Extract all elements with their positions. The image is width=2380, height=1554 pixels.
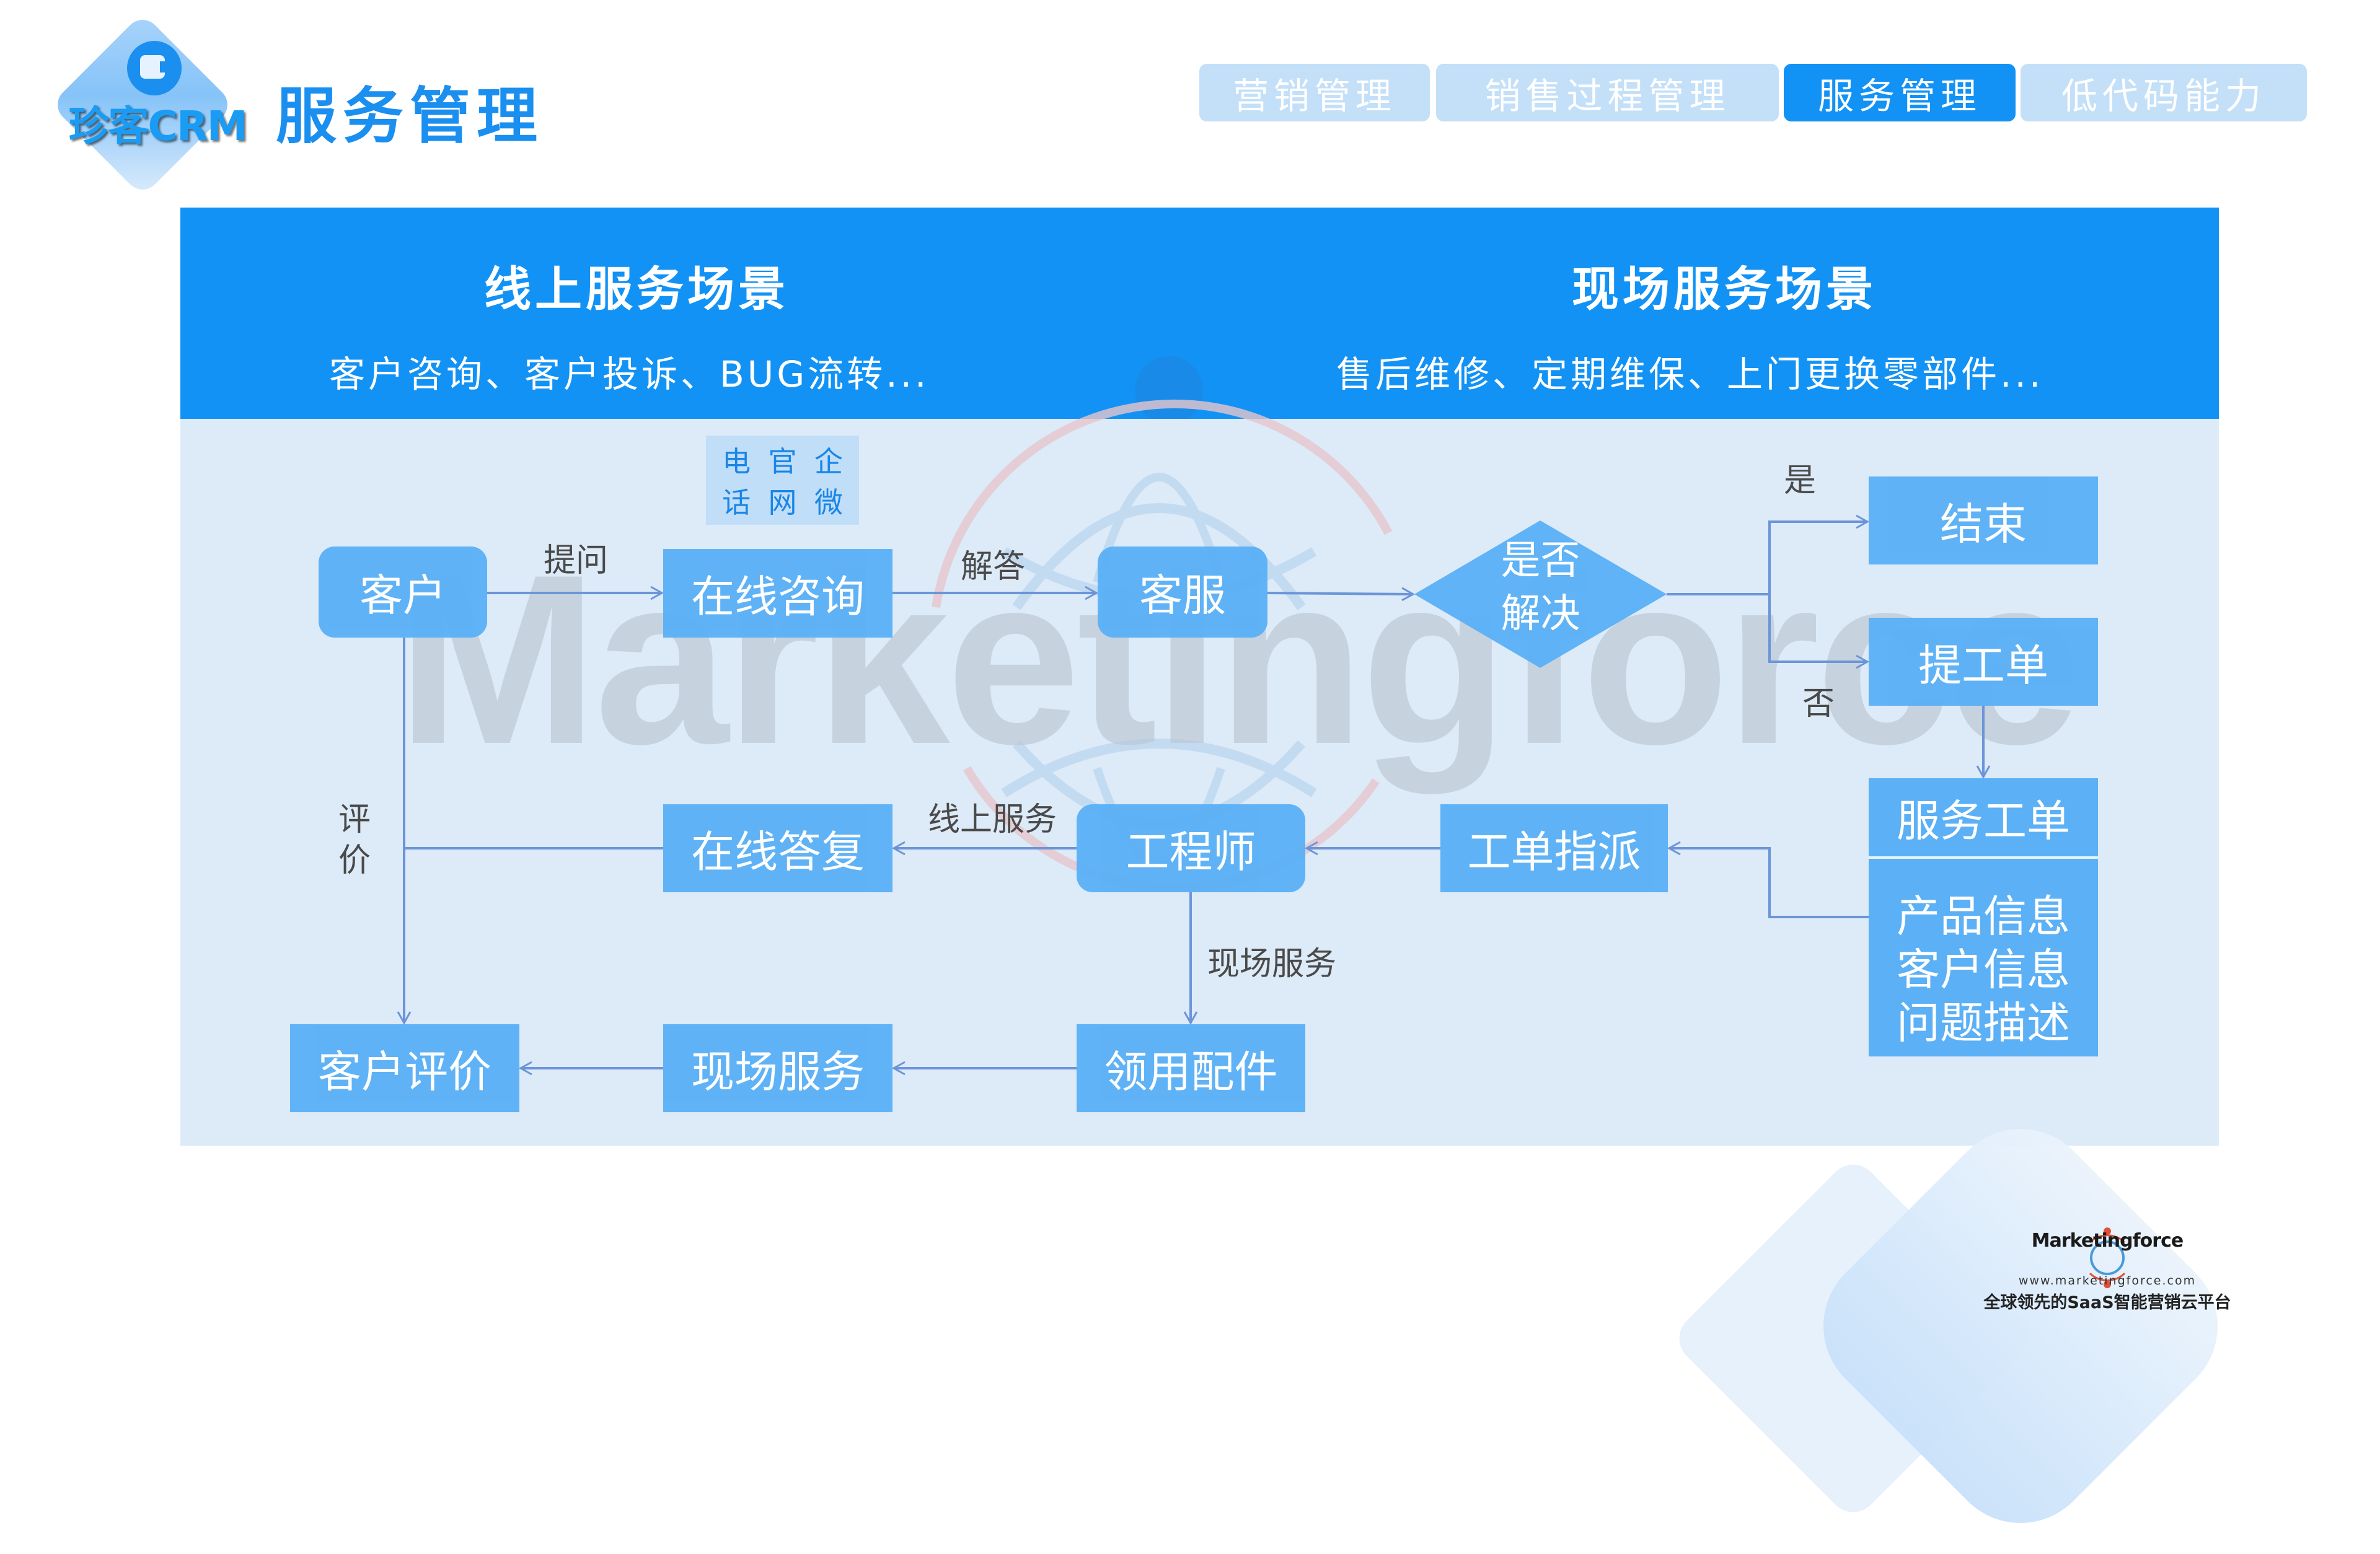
edge-label-no: 否 bbox=[1802, 685, 1835, 722]
node-customer[interactable]: 客户 bbox=[319, 547, 487, 638]
decision-diamond-shape bbox=[1414, 520, 1667, 668]
node-ticket-dispatch[interactable]: 工单指派 bbox=[1440, 804, 1668, 892]
review-char: 评 bbox=[338, 801, 371, 838]
tab-sales-process[interactable]: 销售过程管理 bbox=[1436, 64, 1779, 121]
crm-logo-glyph-icon bbox=[140, 55, 167, 79]
node-online-reply[interactable]: 在线答复 bbox=[663, 804, 892, 892]
node-decision[interactable]: 是否 解决 bbox=[1414, 534, 1667, 641]
edge-label-answer: 解答 bbox=[961, 548, 1026, 586]
node-service-ticket[interactable]: 服务工单 产品信息 客户信息 问题描述 bbox=[1869, 778, 2098, 1056]
channel-char: 话 bbox=[722, 486, 751, 519]
onsite-scenario-subtitle: 售后维修、定期维保、上门更换零部件... bbox=[1336, 353, 2044, 395]
footer-url[interactable]: www.marketingforce.com bbox=[2018, 1274, 2197, 1288]
tab-marketing[interactable]: 营销管理 bbox=[1199, 64, 1430, 121]
ticket-field: 问题描述 bbox=[1897, 998, 2070, 1048]
channel-char: 电 bbox=[722, 445, 751, 478]
node-service-agent[interactable]: 客服 bbox=[1098, 547, 1267, 638]
node-online-consult[interactable]: 在线咨询 bbox=[663, 549, 892, 638]
edge-label-review: 评 价 bbox=[338, 799, 371, 881]
tab-low-code[interactable]: 低代码能力 bbox=[2021, 64, 2307, 121]
marketingforce-globe-icon bbox=[2089, 1227, 2126, 1288]
decision-line-1: 是否 bbox=[1501, 538, 1580, 584]
edge-label-ask: 提问 bbox=[544, 542, 609, 579]
online-scenario-subtitle: 客户咨询、客户投诉、BUG流转... bbox=[329, 353, 930, 395]
node-submit-ticket[interactable]: 提工单 bbox=[1869, 618, 2098, 706]
channel-char: 官 bbox=[768, 445, 797, 478]
edge-label-onsite-service: 现场服务 bbox=[1207, 946, 1337, 983]
scenario-banner: 线上服务场景 客户咨询、客户投诉、BUG流转... 现场服务场景 售后维修、定期… bbox=[180, 208, 2219, 419]
channel-char: 网 bbox=[768, 486, 797, 519]
tab-service-management[interactable]: 服务管理 bbox=[1784, 64, 2016, 121]
ticket-field: 产品信息 bbox=[1897, 891, 2070, 942]
ticket-field: 客户信息 bbox=[1897, 944, 2070, 995]
node-onsite-service[interactable]: 现场服务 bbox=[663, 1024, 892, 1112]
node-engineer[interactable]: 工程师 bbox=[1077, 804, 1305, 892]
review-char: 价 bbox=[338, 842, 371, 879]
flow-connectors bbox=[397, 514, 1991, 1076]
service-ticket-fields: 产品信息 客户信息 问题描述 bbox=[1869, 859, 2098, 1050]
online-scenario-title: 线上服务场景 bbox=[484, 261, 789, 317]
node-get-parts[interactable]: 领用配件 bbox=[1077, 1024, 1305, 1112]
footer-brand: Marketingforce bbox=[2031, 1230, 2184, 1252]
footer-slogan: 全球领先的SaaS智能营销云平台 bbox=[1983, 1293, 2231, 1312]
onsite-scenario-title: 现场服务场景 bbox=[1572, 261, 1877, 317]
channel-char: 企 bbox=[814, 445, 843, 478]
edge-label-yes: 是 bbox=[1784, 462, 1817, 499]
page-title: 服务管理 bbox=[276, 81, 544, 152]
service-ticket-title: 服务工单 bbox=[1869, 778, 2098, 859]
node-end[interactable]: 结束 bbox=[1869, 476, 2098, 564]
node-customer-review[interactable]: 客户评价 bbox=[290, 1024, 519, 1112]
decision-line-2: 解决 bbox=[1501, 591, 1580, 637]
channel-char: 微 bbox=[814, 486, 843, 519]
channel-list: 电 官 企 话 网 微 bbox=[706, 436, 859, 525]
edge-label-online-service: 线上服务 bbox=[928, 801, 1057, 838]
logo-text: 珍客CRM bbox=[68, 102, 248, 150]
